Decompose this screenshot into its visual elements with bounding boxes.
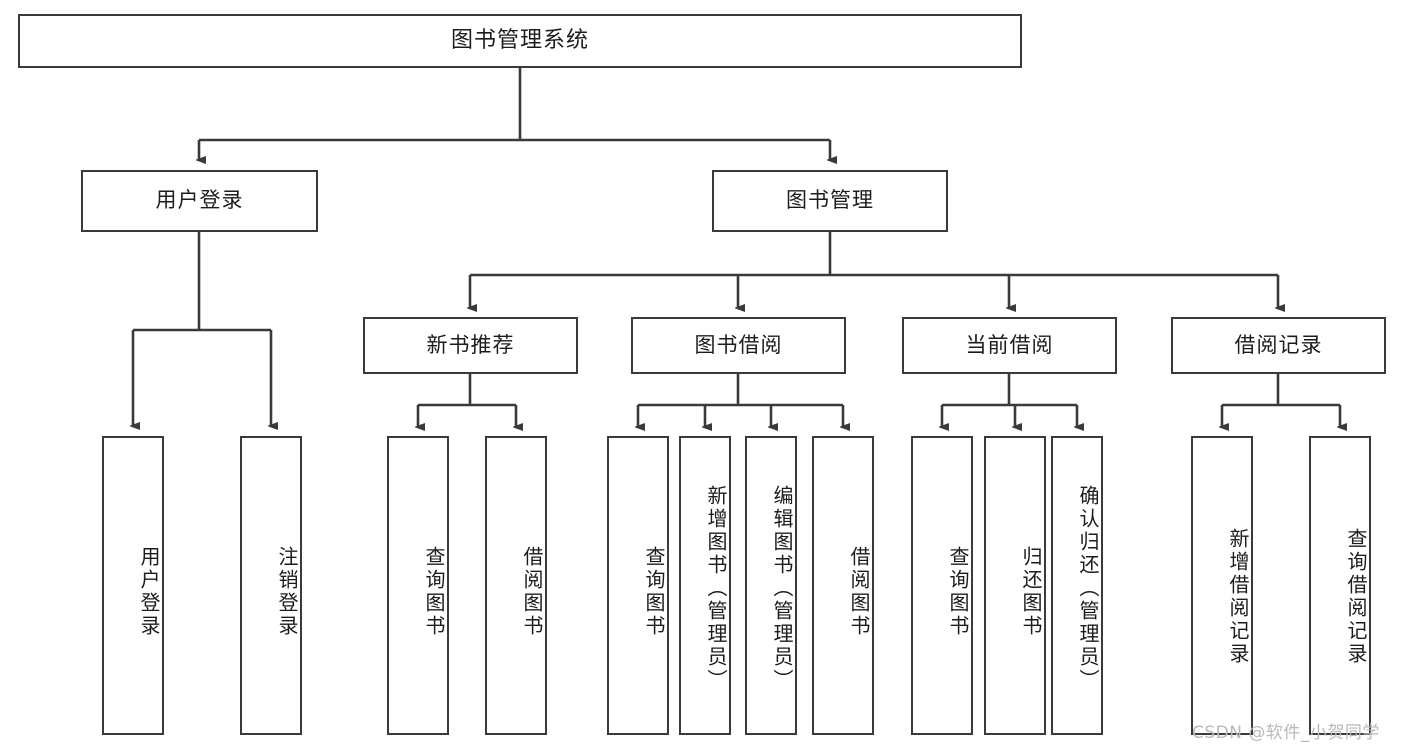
- node-leaf-borrow-book-2-label: 借阅图书: [847, 545, 871, 638]
- node-book-borrow-label: 图书借阅: [694, 332, 783, 357]
- node-book-manage-label: 图书管理: [786, 188, 874, 213]
- node-leaf-edit-book[interactable]: 编辑图书（管理员）: [745, 436, 797, 735]
- node-leaf-query-book-3[interactable]: 查询图书: [911, 436, 973, 735]
- node-leaf-add-book-label: 新增图书（管理员）: [704, 485, 728, 692]
- node-root-label: 图书管理系统: [450, 27, 589, 53]
- node-leaf-borrow-book-1-label: 借阅图书: [520, 545, 544, 638]
- node-leaf-user-login-label: 用户登录: [137, 545, 161, 638]
- csdn-watermark: CSDN @软件_小贺同学: [1192, 723, 1380, 743]
- node-leaf-query-book-3-label: 查询图书: [946, 545, 970, 638]
- node-new-book-recommend[interactable]: 新书推荐: [363, 317, 578, 374]
- node-user-login-label: 用户登录: [155, 188, 244, 213]
- node-current-borrow-label: 当前借阅: [965, 332, 1054, 357]
- node-leaf-logout[interactable]: 注销登录: [240, 436, 302, 735]
- node-leaf-add-record[interactable]: 新增借阅记录: [1191, 436, 1253, 735]
- node-current-borrow[interactable]: 当前借阅: [902, 317, 1117, 374]
- node-leaf-borrow-book-1[interactable]: 借阅图书: [485, 436, 547, 735]
- node-leaf-borrow-book-2[interactable]: 借阅图书: [812, 436, 874, 735]
- node-leaf-add-book[interactable]: 新增图书（管理员）: [679, 436, 731, 735]
- node-borrow-record[interactable]: 借阅记录: [1171, 317, 1386, 374]
- node-leaf-query-book-1-label: 查询图书: [422, 545, 446, 638]
- node-new-book-recommend-label: 新书推荐: [426, 332, 515, 357]
- node-leaf-confirm-return-label: 确认归还（管理员）: [1076, 485, 1100, 692]
- node-leaf-query-record[interactable]: 查询借阅记录: [1309, 436, 1371, 735]
- node-leaf-edit-book-label: 编辑图书（管理员）: [770, 485, 794, 692]
- node-leaf-query-book-2[interactable]: 查询图书: [607, 436, 669, 735]
- node-book-borrow[interactable]: 图书借阅: [631, 317, 846, 374]
- node-root[interactable]: 图书管理系统: [18, 14, 1022, 68]
- node-leaf-logout-label: 注销登录: [275, 545, 299, 638]
- node-leaf-query-record-label: 查询借阅记录: [1344, 527, 1368, 666]
- node-leaf-query-book-1[interactable]: 查询图书: [387, 436, 449, 735]
- node-leaf-user-login[interactable]: 用户登录: [102, 436, 164, 735]
- node-borrow-record-label: 借阅记录: [1234, 332, 1323, 357]
- node-leaf-return-book[interactable]: 归还图书: [984, 436, 1046, 735]
- node-user-login[interactable]: 用户登录: [81, 170, 318, 232]
- node-book-manage[interactable]: 图书管理: [712, 170, 948, 232]
- node-leaf-add-record-label: 新增借阅记录: [1226, 527, 1250, 666]
- node-leaf-return-book-label: 归还图书: [1019, 545, 1043, 638]
- node-leaf-query-book-2-label: 查询图书: [642, 545, 666, 638]
- node-leaf-confirm-return[interactable]: 确认归还（管理员）: [1051, 436, 1103, 735]
